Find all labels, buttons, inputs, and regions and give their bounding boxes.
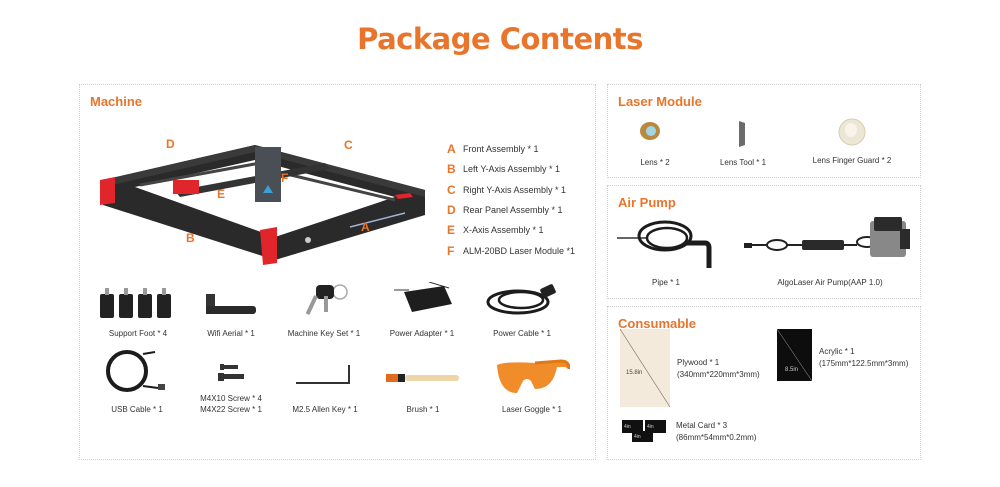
metal-card-3: 4in [632,431,653,442]
legend-letter: F [447,243,455,258]
metal-card-dim-label: 4in [647,424,654,430]
lens-finger-guard-label: Lens Finger Guard * 2 [812,156,892,165]
callout-c: C [344,138,353,152]
legend-text: Right Y-Axis Assembly * 1 [463,184,567,195]
legend-row-f: F ALM-20BD Laser Module *1 [447,240,575,260]
support-foot-image [100,288,171,318]
page-title: Package Contents [357,22,643,56]
brush-label: Brush * 1 [406,405,440,414]
acrylic-name: Acrylic * 1 [819,347,855,356]
legend-row-e: E X-Axis Assembly * 1 [447,220,575,240]
plywood-image: 15.8in [620,329,670,407]
brush-image [386,374,459,382]
air-pump-label: AlgoLaser Air Pump(AAP 1.0) [777,278,883,287]
callout-f: F [281,171,289,185]
lens-tool-label: Lens Tool * 1 [719,158,767,167]
plywood-dim-label: 15.8in [626,370,643,376]
plywood-diagonal [620,329,670,407]
consumable-panel-title: Consumable [618,316,697,331]
pipe-label: Pipe * 1 [651,278,681,287]
support-foot-label: Support Foot * 4 [108,329,168,338]
legend-row-c: C Right Y-Axis Assembly * 1 [447,180,575,200]
machine-parts-legend: A Front Assembly * 1 B Left Y-Axis Assembl… [447,139,575,261]
m4x22-screw-label: M4X22 Screw * 1 [200,405,262,414]
wifi-aerial-label: Wifi Aerial * 1 [207,329,255,338]
air-pump-image [744,217,910,257]
legend-text: Left Y-Axis Assembly * 1 [463,164,561,175]
legend-row-b: B Left Y-Axis Assembly * 1 [447,159,575,179]
legend-row-a: A Front Assembly * 1 [447,139,575,159]
lens-image [640,122,660,140]
power-adapter-image [394,282,452,312]
laser-engraver-machine-image [100,145,425,265]
lens-finger-guard-image [838,118,866,146]
callout-a: A [361,220,370,234]
legend-text: Front Assembly * 1 [463,144,539,155]
legend-letter: D [447,203,456,218]
legend-letter: E [447,223,456,238]
lens-label: Lens * 2 [640,158,670,167]
usb-cable-image [106,350,165,392]
laser-goggle-image [497,359,570,393]
machine-key-set-label: Machine Key Set * 1 [287,329,361,338]
callout-d: D [166,137,175,151]
acrylic-diagonal [777,329,812,381]
allen-key-label: M2.5 Allen Key * 1 [292,405,358,414]
callout-b: B [186,231,195,245]
metal-card-2: 4in [645,420,666,433]
usb-cable-label: USB Cable * 1 [111,405,163,414]
machine-panel-title: Machine [90,94,143,109]
laser-goggle-label: Laser Goggle * 1 [501,405,563,414]
metal-card-dim-label: 4in [624,424,631,430]
acrylic-size: (175mm*122.5mm*3mm) [819,359,909,368]
plywood-size: (340mm*220mm*3mm) [677,370,760,379]
metal-card-size: (86mm*54mm*0.2mm) [676,433,757,442]
callout-e: E [217,187,226,201]
legend-letter: C [447,182,456,197]
screws-image [218,364,244,381]
air-pump-panel: Air Pump [607,185,921,299]
machine-key-set-image [305,284,348,315]
power-adapter-label: Power Adapter * 1 [389,329,455,338]
metal-card-1: 4in [622,420,643,433]
laser-module-panel-title: Laser Module [618,94,702,109]
machine-panel: Machine [79,84,596,460]
allen-key-image [296,365,350,384]
acrylic-dim-label: 8.5in [785,367,799,373]
pipe-image [617,220,712,268]
m4x10-screw-label: M4X10 Screw * 4 [200,394,262,403]
metal-cards-image: 4in 4in 4in [622,420,668,442]
screws-label: M4X10 Screw * 4 M4X22 Screw * 1 [181,393,281,415]
wifi-aerial-image [206,294,256,314]
acrylic-image: 8.5in [777,329,812,381]
lens-tool-image [739,121,745,147]
metal-card-dim-label: 4in [634,434,641,440]
power-cable-label: Power Cable * 1 [493,329,551,338]
legend-text: Rear Panel Assembly * 1 [463,205,563,216]
legend-text: X-Axis Assembly * 1 [463,225,544,236]
legend-letter: B [447,162,456,177]
power-cable-image [486,284,556,315]
metal-card-name: Metal Card * 3 [676,421,728,430]
legend-text: ALM-20BD Laser Module *1 [463,245,576,256]
plywood-name: Plywood * 1 [677,358,720,367]
air-pump-panel-title: Air Pump [618,195,676,210]
legend-row-d: D Rear Panel Assembly * 1 [447,200,575,220]
legend-letter: A [447,142,456,157]
